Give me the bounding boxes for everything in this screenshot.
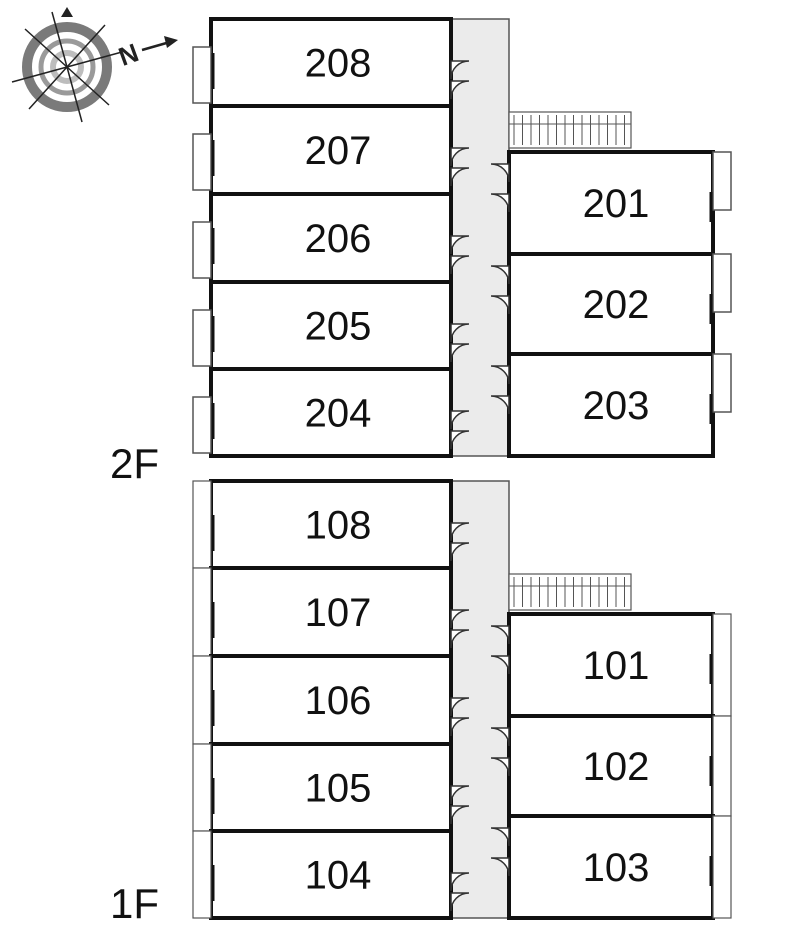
door-icon xyxy=(450,717,470,737)
balcony xyxy=(192,133,212,191)
room: 105 xyxy=(192,742,470,833)
door-icon xyxy=(450,410,470,430)
balcony xyxy=(192,830,212,919)
room-number: 104 xyxy=(305,854,372,898)
door-icon xyxy=(490,265,510,285)
room: 108 xyxy=(192,479,470,570)
door-icon xyxy=(490,395,510,415)
door-icon xyxy=(450,805,470,825)
room-number: 108 xyxy=(305,504,372,548)
door-icon xyxy=(450,609,470,629)
door-icon xyxy=(490,727,510,747)
balcony xyxy=(712,715,732,817)
room: 201 xyxy=(490,150,732,256)
door-icon xyxy=(490,295,510,315)
room-number: 105 xyxy=(305,767,372,811)
balcony xyxy=(712,253,732,313)
compass-north-letter: N xyxy=(115,37,143,72)
door-icon xyxy=(450,255,470,275)
room: 103 xyxy=(490,814,732,920)
door-icon xyxy=(450,430,470,450)
room-number: 202 xyxy=(583,283,650,327)
door-icon xyxy=(490,625,510,645)
door-icon xyxy=(450,542,470,562)
room-number: 103 xyxy=(583,846,650,890)
balcony xyxy=(192,46,212,104)
door-icon xyxy=(450,629,470,649)
room: 207 xyxy=(192,104,470,196)
compass-north-icon xyxy=(11,7,123,123)
room-number: 208 xyxy=(305,42,372,86)
door-icon xyxy=(490,163,510,183)
balcony xyxy=(192,655,212,745)
floor-2f: 208 207 206 205 204 201 202 203 xyxy=(192,17,732,458)
door-icon xyxy=(450,147,470,167)
door-icon xyxy=(450,697,470,717)
balcony xyxy=(192,480,212,569)
room-number: 201 xyxy=(583,182,650,226)
room: 202 xyxy=(490,252,732,356)
room: 203 xyxy=(490,352,732,458)
room-number: 203 xyxy=(583,384,650,428)
balcony xyxy=(712,353,732,413)
door-icon xyxy=(490,655,510,675)
room: 104 xyxy=(192,829,470,920)
balcony xyxy=(192,221,212,279)
room: 106 xyxy=(192,654,470,746)
balcony xyxy=(192,567,212,657)
door-icon xyxy=(490,827,510,847)
door-icon xyxy=(490,857,510,877)
room-number: 205 xyxy=(305,305,372,349)
room: 204 xyxy=(192,367,470,458)
room-number: 106 xyxy=(305,679,372,723)
door-icon xyxy=(450,323,470,343)
door-icon xyxy=(490,757,510,777)
balcony xyxy=(192,396,212,454)
staircase xyxy=(508,573,632,611)
room-number: 204 xyxy=(305,392,372,436)
balcony xyxy=(192,743,212,832)
balcony xyxy=(712,151,732,211)
room: 208 xyxy=(192,17,470,108)
door-icon xyxy=(450,167,470,187)
room: 102 xyxy=(490,714,732,818)
door-icon xyxy=(450,60,470,80)
door-icon xyxy=(450,522,470,542)
door-icon xyxy=(490,193,510,213)
room-number: 206 xyxy=(305,217,372,261)
door-icon xyxy=(450,872,470,892)
balcony xyxy=(192,309,212,367)
staircase xyxy=(508,111,632,149)
door-icon xyxy=(450,785,470,805)
floor-1f: 108 107 106 105 104 101 102 103 xyxy=(192,479,732,920)
room-number: 102 xyxy=(583,745,650,789)
balcony xyxy=(712,815,732,919)
door-icon xyxy=(450,235,470,255)
room: 101 xyxy=(490,612,732,718)
door-icon xyxy=(450,343,470,363)
room: 107 xyxy=(192,566,470,658)
floor-label-2f: 2F xyxy=(110,440,159,487)
balcony xyxy=(712,613,732,717)
room: 205 xyxy=(192,280,470,371)
door-icon xyxy=(450,892,470,912)
door-icon xyxy=(450,80,470,100)
room: 206 xyxy=(192,192,470,284)
room-number: 101 xyxy=(583,644,650,688)
room-number: 107 xyxy=(305,591,372,635)
floor-label-1f: 1F xyxy=(110,880,159,927)
door-icon xyxy=(490,365,510,385)
room-number: 207 xyxy=(305,129,372,173)
compass-arrow-icon xyxy=(141,36,178,52)
